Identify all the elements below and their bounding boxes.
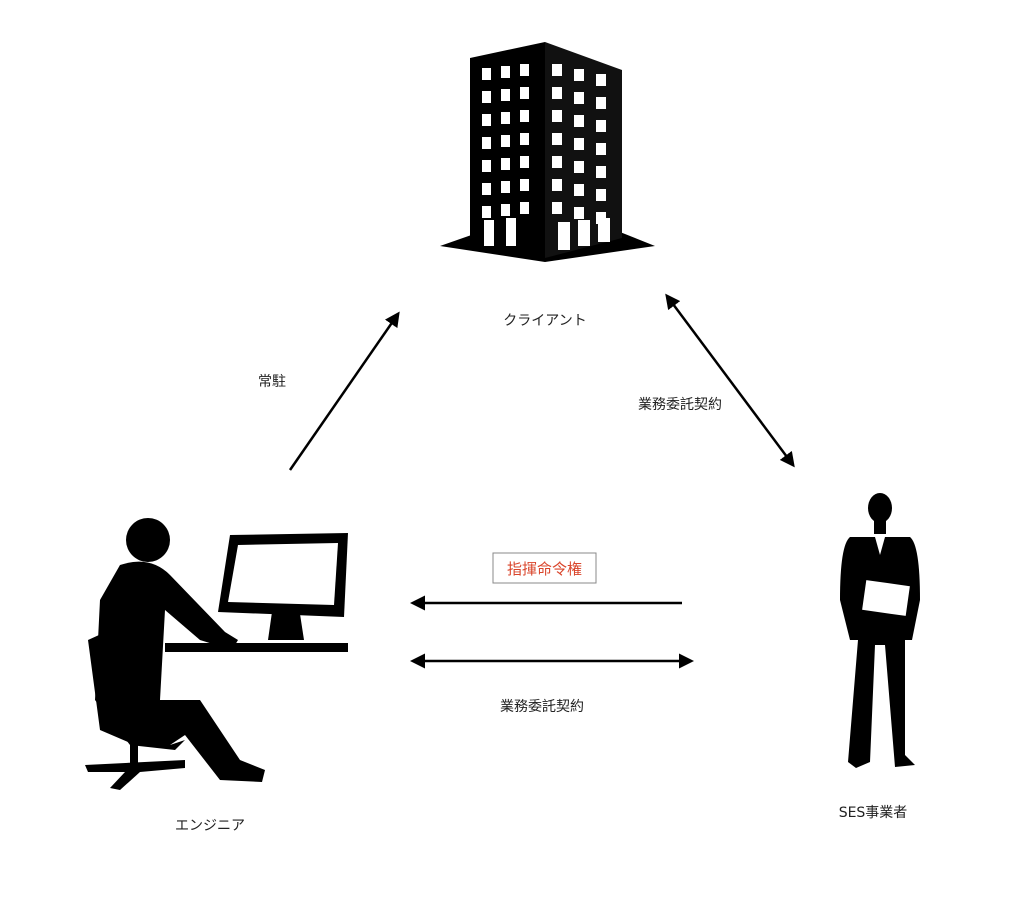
building-window: [574, 207, 584, 219]
building-window: [552, 64, 562, 76]
command-authority-label: 指揮命令権: [507, 560, 582, 578]
building-window: [574, 69, 584, 81]
command-authority-box: [492, 552, 597, 584]
building-window: [574, 184, 584, 196]
building-window: [501, 158, 510, 170]
building-window: [520, 110, 529, 122]
building-window: [482, 68, 491, 80]
building-window: [552, 179, 562, 191]
businessman-icon: [840, 493, 920, 768]
building-door: [578, 220, 590, 246]
building-window: [574, 161, 584, 173]
building-window: [552, 202, 562, 214]
building-window: [552, 87, 562, 99]
client-ses-contract-label: 業務委託契約: [638, 397, 722, 413]
building-window: [596, 97, 606, 109]
building-window: [596, 143, 606, 155]
building-window: [520, 179, 529, 191]
building-window: [520, 156, 529, 168]
building-window: [501, 181, 510, 193]
building-door: [506, 218, 516, 246]
building-window: [520, 87, 529, 99]
building-window: [501, 66, 510, 78]
building-window: [574, 92, 584, 104]
building-window: [482, 160, 491, 172]
building-window: [482, 183, 491, 195]
client-label: クライアント: [503, 313, 586, 329]
engineer-icon: [85, 518, 348, 790]
building-icon: [440, 42, 655, 262]
arrow-client-ses: [665, 293, 795, 468]
building-window: [596, 120, 606, 132]
building-window: [501, 204, 510, 216]
building-window: [520, 64, 529, 76]
ses-label: SES事業者: [839, 805, 908, 821]
building-window: [552, 156, 562, 168]
building-window: [596, 166, 606, 178]
building-window: [501, 112, 510, 124]
building-window: [596, 74, 606, 86]
engineer-label: エンジニア: [175, 818, 245, 834]
building-window: [520, 202, 529, 214]
building-window: [552, 110, 562, 122]
building-window: [501, 135, 510, 147]
building-door: [558, 222, 570, 250]
building-door: [484, 220, 494, 246]
building-window: [574, 138, 584, 150]
building-window: [596, 212, 606, 224]
building-window: [482, 114, 491, 126]
building-window: [552, 133, 562, 145]
building-window: [596, 189, 606, 201]
building-window: [574, 115, 584, 127]
building-window: [482, 206, 491, 218]
arrow-engineer-to-client: [288, 311, 400, 471]
building-window: [482, 137, 491, 149]
building-window: [520, 133, 529, 145]
building-window: [482, 91, 491, 103]
building-window: [501, 89, 510, 101]
engineer-ses-contract-label: 業務委託契約: [500, 699, 584, 715]
stationed-label: 常駐: [258, 374, 286, 390]
